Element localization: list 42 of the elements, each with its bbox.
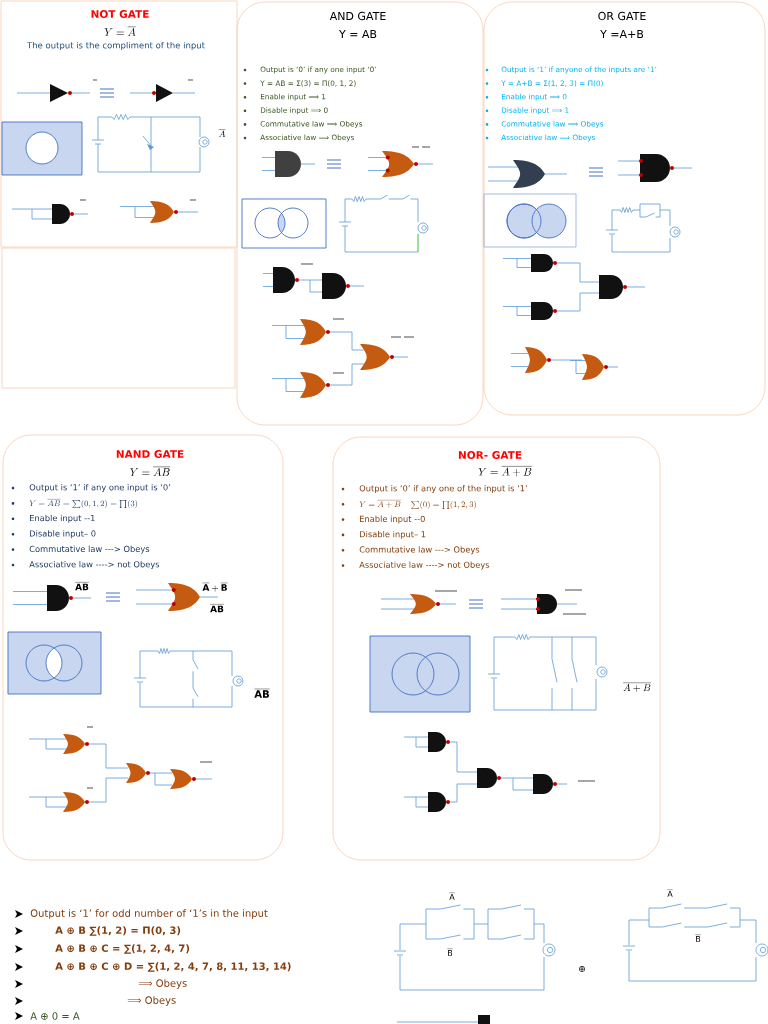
bullet-text: Enable input --1: [30, 514, 95, 523]
list-text: Output is ‘1’ for odd number of ‘1’s in the input: [30, 909, 268, 919]
bullet-text: Enable input --0: [360, 515, 425, 524]
formula-label: $\overline{\mathrm{A}}$: [667, 889, 673, 897]
formula-label: $\overline{A + B}$: [623, 682, 651, 692]
bullet-text: Associative law ----> not Obeys: [359, 561, 490, 570]
formula-label: $\overline{\mathrm{B}}$: [695, 934, 701, 942]
list-text: A ⊕ B ⊕ C ⊕ D = ∑(1, 2, 4, 7, 8, 11, 13, 14): [55, 962, 291, 972]
bullet-text: $Y = \overline{AB} = \sum(0, 1, 2) = \prod(3)$: [29, 499, 138, 509]
list-text: A ⊕ 0 = A: [30, 1012, 80, 1020]
list-text: ⟹ Obeys: [138, 979, 187, 989]
gate-title: NOT GATE: [91, 10, 149, 18]
formula-label: $\overline{\mathbf{AB}}$: [254, 688, 270, 698]
formula: Y =A+B: [600, 30, 644, 38]
gate-title: OR GATE: [598, 11, 646, 21]
bullet-text: Disable input– 0: [30, 530, 96, 539]
formula-label: $\overline{\mathbf{A}} + \overline{\mathbf{B}}$: [202, 582, 228, 592]
symbol-label: ⊕: [579, 966, 585, 972]
formula: $Y = \overline{A}$: [104, 26, 136, 36]
empty-box: [1, 247, 236, 389]
bullet-text: Disable input– 1: [360, 530, 426, 539]
bullet-text: Associative law ----> not Obeys: [29, 561, 160, 569]
bullet-text: $Y = \overline{A + B} \quad \sum(0) = \prod(1, 2, 3)$: [359, 500, 476, 509]
list-text: ⟹ Obeys: [127, 996, 176, 1006]
gate-title: NAND GATE: [116, 450, 184, 458]
formula-label: $\overline{\mathrm{A}}$: [449, 892, 455, 900]
bullet-text: Output is ‘0’ if any one of the input is ‘1’: [359, 485, 527, 493]
formula: $Y = \overline{A + B}$: [478, 466, 532, 477]
description-text: The output is the compliment of the input: [26, 41, 205, 51]
list-text: A ⊕ B ⊕ C = ∑(1, 2, 4, 7): [55, 944, 190, 954]
formula-label: $\overline{A}$: [218, 129, 226, 137]
formula-label: $\overline{\mathrm{B}}$: [447, 948, 453, 956]
bullet-text: Output is ‘1’ if any one input is ‘0’: [29, 484, 171, 492]
bullet-text: Commutative law ---> Obeys: [29, 545, 150, 554]
bullet-text: Commutative law ---> Obeys: [359, 546, 480, 555]
formula-label: $\overline{\mathbf{AB}}$: [210, 604, 224, 613]
list-text: A ⊕ B ∑(1, 2) = Π(0, 3): [55, 926, 181, 936]
formula: Y = AB: [339, 30, 377, 38]
gate-title: AND GATE: [329, 11, 386, 21]
gate-title: NOR- GATE: [458, 451, 522, 459]
formula-label: $\overline{\mathbf{AB}}$: [75, 582, 89, 591]
formula: $Y = \overline{AB}$: [130, 466, 171, 476]
